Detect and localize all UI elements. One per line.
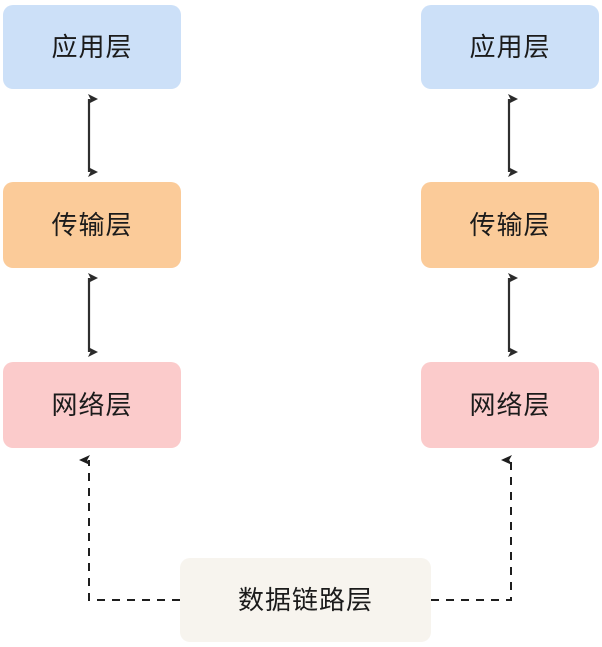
edge-datalink-network-left (79, 455, 180, 601)
node-label: 网络层 (469, 390, 551, 420)
node-label: 数据链路层 (237, 585, 373, 615)
edge-datalink-network-right (431, 455, 512, 601)
node-label: 应用层 (51, 32, 133, 62)
node-label: 网络层 (51, 390, 133, 420)
node-transport-layer-left[interactable]: 传输层 (3, 182, 181, 268)
node-data-link-layer[interactable]: 数据链路层 (180, 558, 431, 642)
node-label: 应用层 (469, 32, 551, 62)
node-application-layer-right[interactable]: 应用层 (421, 5, 599, 89)
node-label: 传输层 (51, 210, 133, 240)
node-network-layer-left[interactable]: 网络层 (3, 362, 181, 448)
node-transport-layer-right[interactable]: 传输层 (421, 182, 599, 268)
node-application-layer-left[interactable]: 应用层 (3, 5, 181, 89)
node-label: 传输层 (469, 210, 551, 240)
node-network-layer-right[interactable]: 网络层 (421, 362, 599, 448)
